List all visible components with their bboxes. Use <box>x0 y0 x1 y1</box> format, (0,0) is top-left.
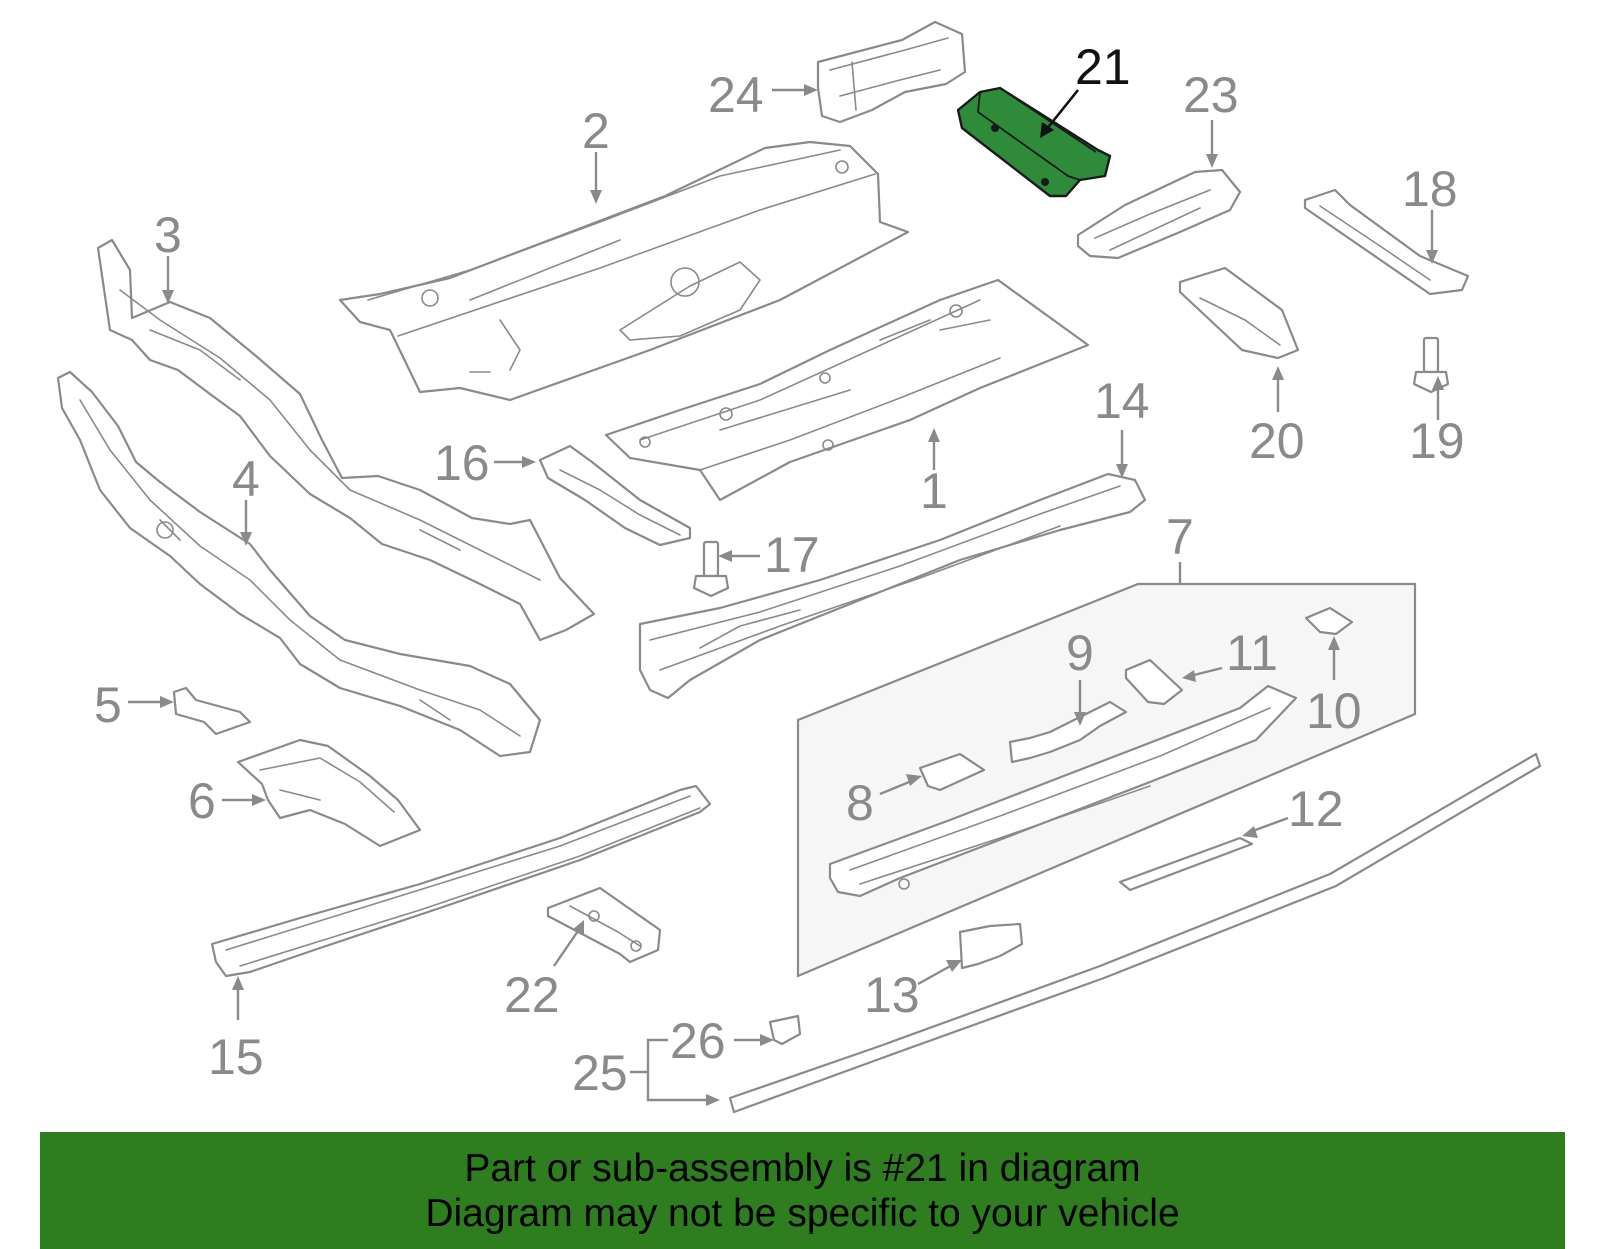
part-14[interactable] <box>638 472 1147 700</box>
part-9[interactable] <box>1008 700 1128 764</box>
label-4: 4 <box>232 451 260 507</box>
label-10: 10 <box>1306 683 1362 739</box>
part-7-sill[interactable] <box>828 684 1298 898</box>
part-8[interactable] <box>918 752 986 792</box>
part-4[interactable] <box>56 370 542 758</box>
label-21: 21 <box>1075 39 1131 95</box>
label-1: 1 <box>920 463 948 519</box>
banner-line-1: Part or sub-assembly is #21 in diagram <box>464 1147 1141 1190</box>
part-12[interactable] <box>1118 836 1254 892</box>
part-1[interactable] <box>604 278 1090 502</box>
part-13[interactable] <box>958 922 1024 970</box>
part-23[interactable] <box>1076 168 1242 260</box>
label-14: 14 <box>1094 373 1150 429</box>
part-17-bolt[interactable] <box>692 540 730 598</box>
part-5[interactable] <box>172 686 252 736</box>
label-2: 2 <box>582 103 610 159</box>
label-13: 13 <box>864 967 920 1023</box>
label-16: 16 <box>434 435 490 491</box>
part-3[interactable] <box>96 238 596 642</box>
label-5: 5 <box>94 677 122 733</box>
part-19-bolt[interactable] <box>1412 336 1450 394</box>
label-18: 18 <box>1402 161 1458 217</box>
part-11[interactable] <box>1124 658 1184 706</box>
part-21-highlighted[interactable] <box>956 86 1112 198</box>
label-12: 12 <box>1288 781 1344 837</box>
part-20[interactable] <box>1178 266 1300 360</box>
label-15: 15 <box>208 1029 264 1085</box>
info-banner: Part or sub-assembly is #21 in diagram D… <box>40 1132 1565 1249</box>
label-3: 3 <box>154 207 182 263</box>
label-9: 9 <box>1066 625 1094 681</box>
label-17: 17 <box>764 527 820 583</box>
label-8: 8 <box>846 775 874 831</box>
label-20: 20 <box>1249 413 1305 469</box>
banner-line-2: Diagram may not be specific to your vehi… <box>425 1192 1180 1235</box>
part-6[interactable] <box>236 738 422 848</box>
label-24: 24 <box>708 67 764 123</box>
part-2[interactable] <box>338 140 910 402</box>
label-22: 22 <box>504 967 560 1023</box>
part-24[interactable] <box>816 20 967 124</box>
part-10[interactable] <box>1304 606 1354 636</box>
label-7: 7 <box>1166 509 1194 565</box>
label-6: 6 <box>188 773 216 829</box>
part-25[interactable] <box>728 752 1542 1114</box>
part-15[interactable] <box>210 784 712 978</box>
part-16[interactable] <box>538 444 692 547</box>
label-11: 11 <box>1226 625 1278 681</box>
part-22[interactable] <box>546 886 662 964</box>
part-26[interactable] <box>768 1014 802 1046</box>
label-19: 19 <box>1409 413 1465 469</box>
label-26: 26 <box>670 1013 726 1069</box>
callout-lines <box>128 84 1444 1106</box>
part-18[interactable] <box>1303 188 1470 296</box>
label-25: 25 <box>572 1045 628 1101</box>
label-23: 23 <box>1183 67 1239 123</box>
number-labels: 24 21 23 2 18 3 14 20 19 16 1 4 17 7 9 1… <box>94 39 1465 1101</box>
